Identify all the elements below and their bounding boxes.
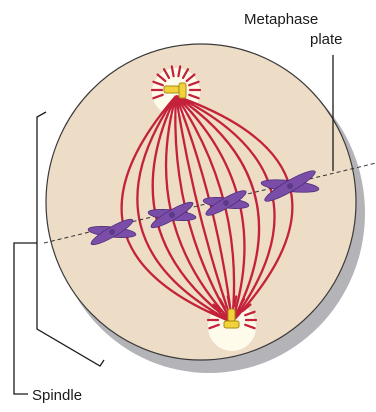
spindle-leader-line	[14, 243, 37, 394]
metaphase-plate-label-line2: plate	[310, 31, 343, 48]
cell-body	[46, 44, 356, 360]
spindle-label: Spindle	[32, 387, 82, 404]
metaphase-plate-label-line1: Metaphase	[244, 11, 318, 28]
